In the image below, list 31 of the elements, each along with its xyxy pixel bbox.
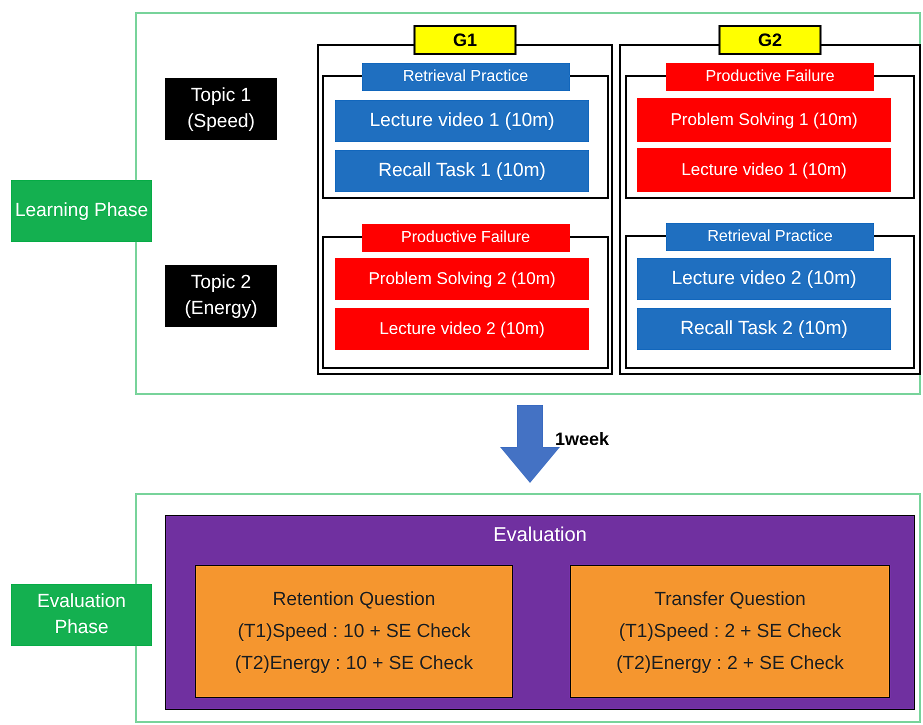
activity-box: Problem Solving 1 (10m): [637, 98, 891, 142]
activity-box: Lecture video 2 (10m): [637, 258, 891, 300]
activity-box: Problem Solving 2 (10m): [335, 258, 589, 300]
question-title: Transfer Question: [654, 588, 806, 612]
panel-title: Evaluation: [492, 523, 588, 548]
question-detail: (T2)Energy : 10 + SE Check: [234, 652, 474, 676]
group-heading: Retrieval Practice: [362, 63, 570, 91]
question-detail: (T1)Speed : 2 + SE Check: [618, 620, 842, 644]
topic-label: Topic 1 (Speed): [165, 78, 277, 140]
arrow: [500, 405, 560, 483]
question-box: [195, 565, 513, 698]
question-box: [570, 565, 890, 698]
topic-label: Topic 2 (Energy): [165, 265, 277, 327]
edge-label: 1week: [555, 428, 610, 451]
group-heading: Retrieval Practice: [666, 223, 874, 251]
group-heading: Productive Failure: [362, 224, 570, 252]
evaluation-panel: [165, 515, 915, 710]
question-detail: (T1)Speed : 10 + SE Check: [238, 620, 470, 644]
phase-label: Evaluation Phase: [11, 584, 152, 646]
question-detail: (T2)Energy : 2 + SE Check: [616, 652, 844, 676]
group-heading: G2: [718, 25, 822, 55]
activity-box: Lecture video 1 (10m): [637, 148, 891, 192]
group-heading: G1: [414, 25, 516, 55]
phase-label: Learning Phase: [11, 180, 152, 242]
group-heading: Productive Failure: [666, 63, 874, 91]
phase-panel: [135, 493, 921, 723]
activity-box: Recall Task 2 (10m): [637, 308, 891, 350]
activity-box: Recall Task 1 (10m): [335, 150, 589, 192]
activity-box: Lecture video 1 (10m): [335, 100, 589, 142]
activity-box: Lecture video 2 (10m): [335, 308, 589, 350]
question-title: Retention Question: [272, 588, 436, 612]
